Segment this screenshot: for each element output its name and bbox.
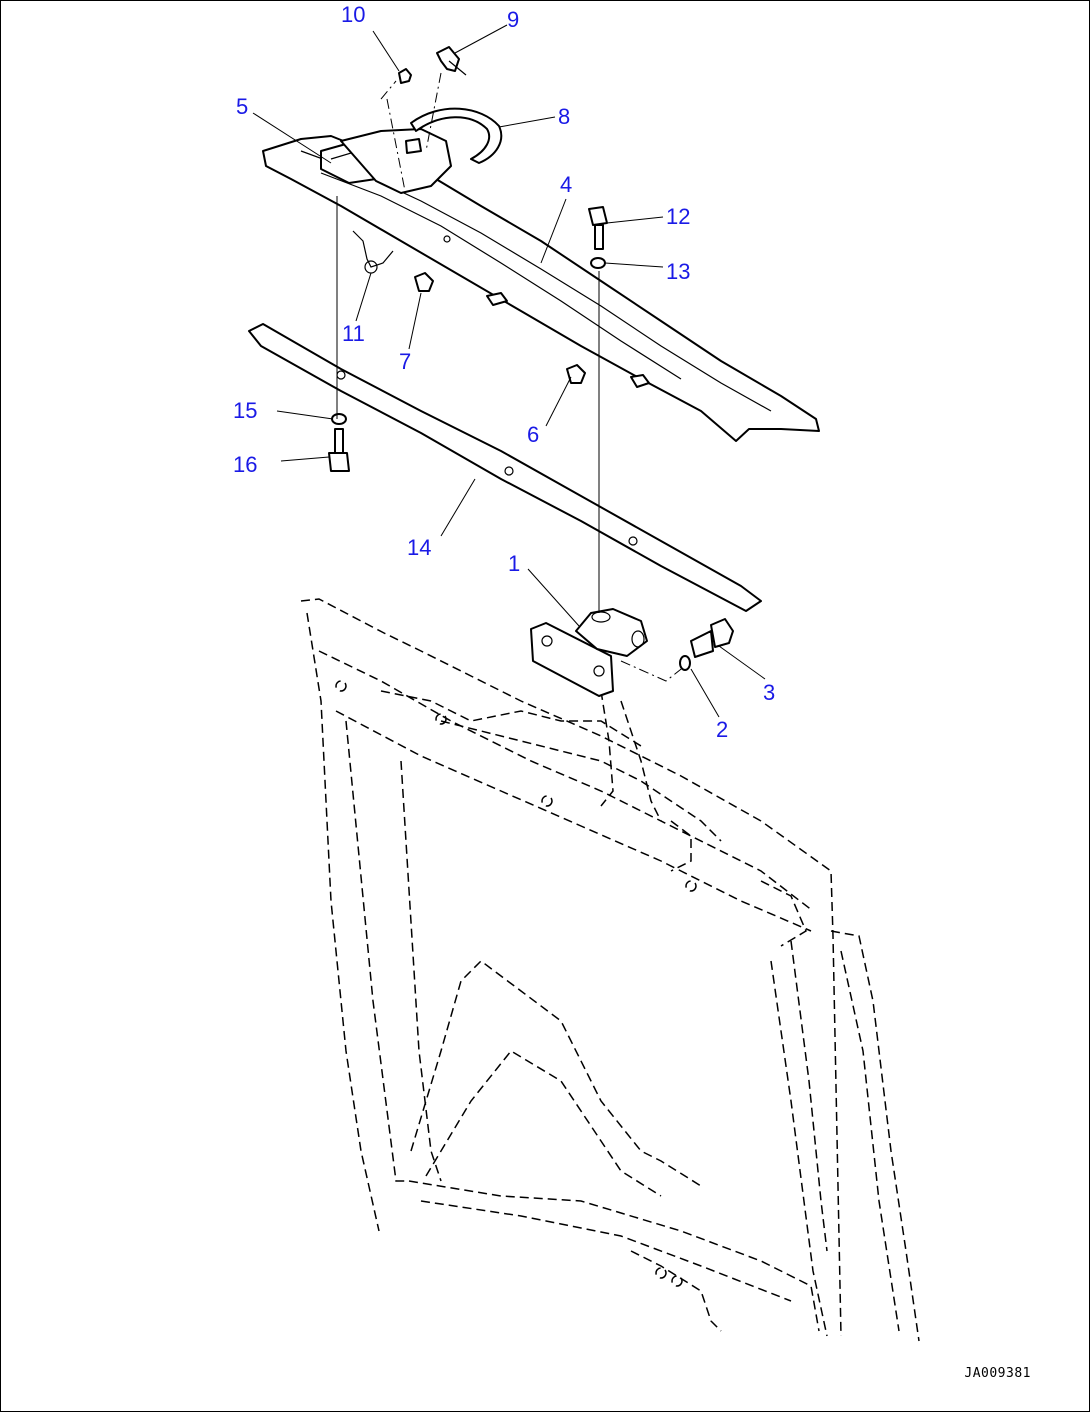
callout-2: 2 [716,717,729,742]
callout-14: 14 [407,535,432,560]
callout-5: 5 [236,94,249,119]
callout-7: 7 [399,349,412,374]
part-16-bolt [328,428,350,472]
part-4-upper-rail [262,128,820,442]
callout-10: 10 [341,2,366,27]
callout-12: 12 [666,204,691,229]
drawing-number: JA009381 [964,1366,1031,1381]
part-8-wire [410,107,503,164]
callout-13: 13 [666,259,691,284]
callout-3: 3 [763,680,776,705]
door-frame-outline [300,598,920,1342]
callout-15: 15 [233,398,258,423]
callout-16: 16 [233,452,258,477]
alignment-lines [336,72,686,682]
callout-6: 6 [527,422,540,447]
callout-4: 4 [560,172,573,197]
part-13-washer [590,257,606,269]
part-10-nut [398,68,412,84]
callout-1: 1 [508,551,521,576]
part-15-washer [331,413,347,425]
callout-8: 8 [558,104,571,129]
callout-9: 9 [507,7,520,32]
part-11-spring [352,230,394,274]
part-7-block [414,272,434,292]
callout-leaders [252,24,766,718]
callout-11: 11 [342,321,365,346]
part-3-bolt [690,618,734,658]
part-12-bolt [588,206,608,250]
part-2-washer [679,655,691,671]
part-9-clip [436,46,467,76]
part-1-hinge [530,608,648,697]
part-6-block [566,364,586,384]
